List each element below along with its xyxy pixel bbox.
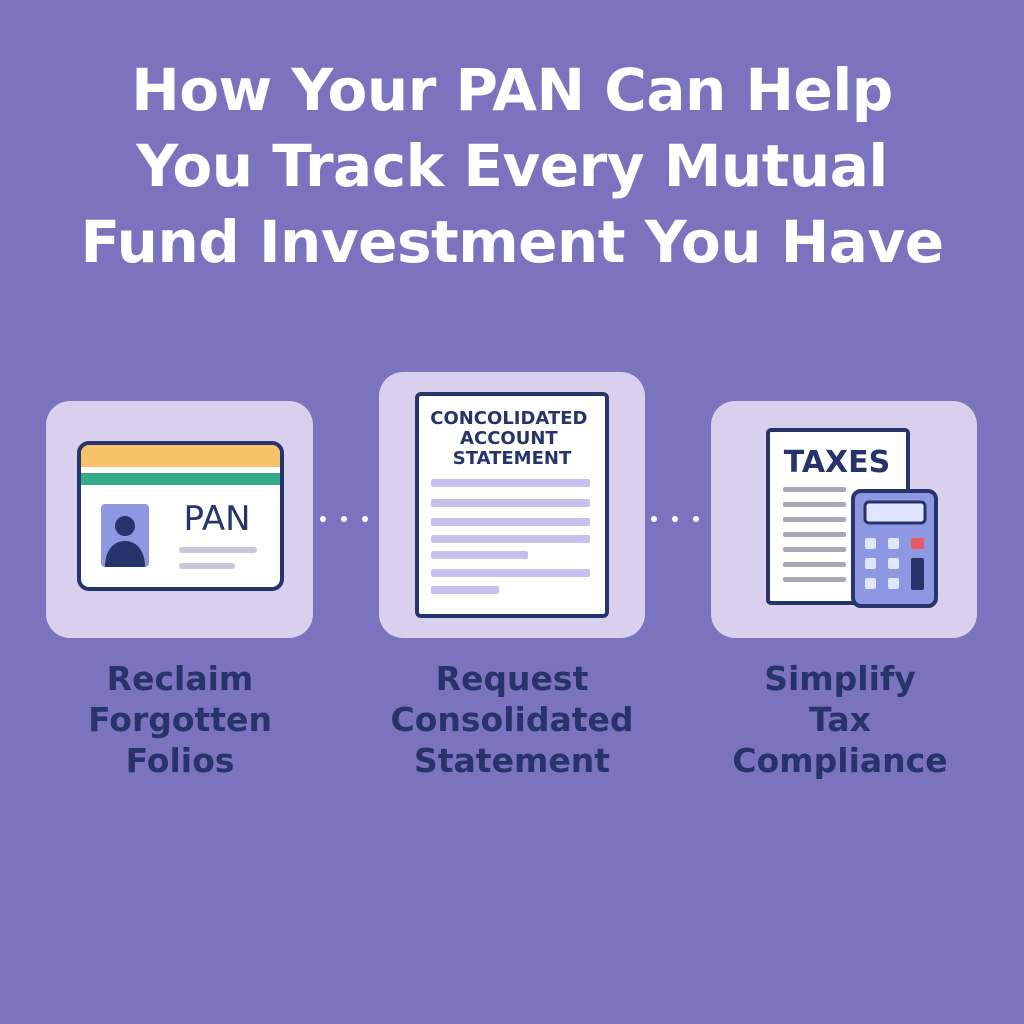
caption-line: Folios xyxy=(125,741,235,780)
taxes-label: TAXES xyxy=(784,445,891,480)
taxes-calculator-icon: TAXES xyxy=(766,428,938,608)
caption-reclaim-folios: Reclaim Forgotten Folios xyxy=(15,658,345,781)
statement-heading-3: STATEMENT xyxy=(453,448,572,469)
calculator-icon xyxy=(851,489,938,608)
caption-line: Forgotten xyxy=(88,700,272,739)
caption-line: Tax xyxy=(809,700,871,739)
connector-dots-1 xyxy=(320,511,368,527)
caption-line: Statement xyxy=(413,741,610,780)
statement-heading-1: CONCOLIDATED xyxy=(430,408,587,429)
caption-tax-compliance: Simplify Tax Compliance xyxy=(675,658,1005,781)
caption-line: Request xyxy=(435,659,589,698)
statement-card-tile: CONCOLIDATED ACCOUNT STATEMENT xyxy=(379,372,645,638)
svg-text:CONCOLIDATED ACCOUNT: CONCOLIDATED ACCOUNT STATEMENT xyxy=(430,408,594,469)
caption-line: Simplify xyxy=(764,659,916,698)
statement-heading-2: ACCOUNT xyxy=(460,428,558,449)
statement-document-icon: CONCOLIDATED ACCOUNT STATEMENT xyxy=(415,392,609,618)
pan-card-icon: PAN xyxy=(77,441,284,591)
title-line-2: You Track Every Mutual xyxy=(136,132,888,200)
pan-card-tile: PAN xyxy=(46,401,313,638)
caption-line: Consolidated xyxy=(390,700,634,739)
caption-line: Reclaim xyxy=(106,659,254,698)
caption-line: Compliance xyxy=(732,741,948,780)
page-title: How Your PAN Can Help You Track Every Mu… xyxy=(0,52,1024,280)
pan-label: PAN xyxy=(183,499,250,539)
caption-request-statement: Request Consolidated Statement xyxy=(347,658,677,781)
title-line-3: Fund Investment You Have xyxy=(80,208,944,276)
connector-dots-2 xyxy=(651,511,699,527)
title-line-1: How Your PAN Can Help xyxy=(131,56,893,124)
taxes-card-tile: TAXES xyxy=(711,401,977,638)
